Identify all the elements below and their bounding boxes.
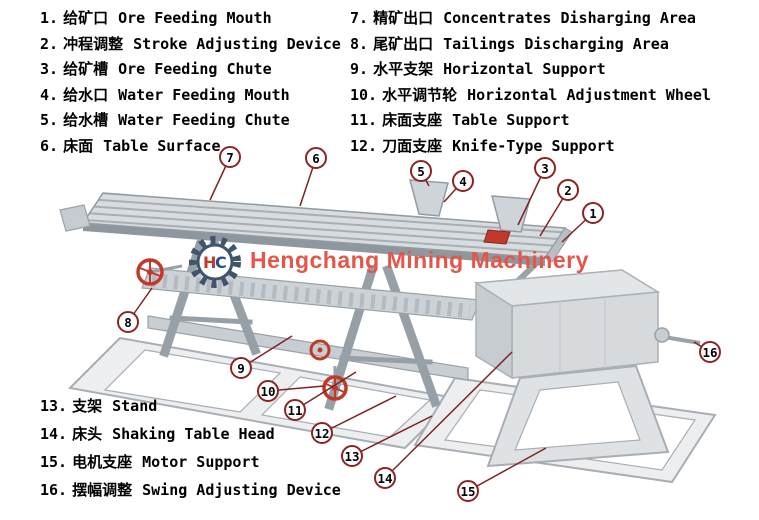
motor-stand bbox=[486, 364, 670, 468]
concentrate-launder bbox=[483, 229, 511, 245]
callout-number: 8 bbox=[124, 314, 132, 330]
callout-number: 6 bbox=[312, 150, 320, 166]
callout-10: 10 bbox=[257, 380, 279, 402]
callout-6: 6 bbox=[305, 147, 327, 169]
callout-5: 5 bbox=[410, 160, 432, 182]
callout-7: 7 bbox=[219, 146, 241, 168]
callout-number: 13 bbox=[344, 448, 360, 464]
callout-4: 4 bbox=[452, 170, 474, 192]
callout-12: 12 bbox=[311, 422, 333, 444]
callout-16: 16 bbox=[699, 341, 721, 363]
ore-feeding-launder bbox=[483, 195, 531, 245]
callout-11: 11 bbox=[284, 399, 306, 421]
horizontal-support bbox=[147, 315, 469, 381]
watermark-text: Hengchang Mining Machinery bbox=[250, 247, 589, 273]
callout-8: 8 bbox=[117, 311, 139, 333]
under-deck-frame bbox=[141, 267, 481, 321]
callout-number: 9 bbox=[237, 360, 245, 376]
head-box bbox=[473, 269, 661, 380]
callout-number: 3 bbox=[541, 160, 549, 176]
swing-adjusting-shaft bbox=[654, 327, 701, 345]
svg-text:H C: H C bbox=[203, 253, 227, 272]
callout-number: 4 bbox=[459, 173, 467, 189]
gear-logo: H C bbox=[189, 236, 241, 288]
callout-15: 15 bbox=[457, 480, 479, 502]
callout-number: 11 bbox=[287, 402, 303, 418]
callout-2: 2 bbox=[557, 179, 579, 201]
callout-number: 12 bbox=[314, 425, 330, 441]
callout-number: 15 bbox=[460, 483, 476, 499]
horizontal-adjustment-handwheel-upper bbox=[309, 339, 331, 361]
deck-surface bbox=[59, 192, 573, 266]
callout-number: 16 bbox=[702, 344, 718, 360]
callout-14: 14 bbox=[374, 467, 396, 489]
callout-9: 9 bbox=[230, 357, 252, 379]
callout-number: 14 bbox=[377, 470, 393, 486]
water-feeding-launder bbox=[409, 179, 449, 217]
callout-1: 1 bbox=[582, 202, 604, 224]
callout-number: 5 bbox=[417, 163, 425, 179]
callout-number: 1 bbox=[589, 205, 597, 221]
callout-number: 2 bbox=[564, 182, 572, 198]
callout-13: 13 bbox=[341, 445, 363, 467]
callout-3: 3 bbox=[534, 157, 556, 179]
callout-number: 10 bbox=[260, 383, 276, 399]
stroke-adjusting-handwheel bbox=[136, 258, 183, 286]
callout-number: 7 bbox=[226, 149, 234, 165]
